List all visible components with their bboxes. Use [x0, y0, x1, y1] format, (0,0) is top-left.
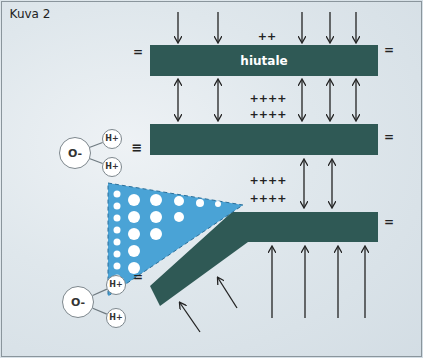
atom-label: H+ [109, 314, 122, 322]
charge-sign: ++++ [250, 193, 287, 204]
hydrogen-atom: H+ [106, 308, 126, 328]
oxygen-atom: O- [59, 137, 91, 169]
water-bubbles [114, 191, 222, 282]
bond-line [93, 308, 107, 314]
charge-sign: ++++ [250, 175, 287, 186]
oxygen-atom: O- [62, 286, 94, 318]
water-wedge [108, 183, 243, 296]
atom-label: H+ [105, 135, 118, 143]
hydrogen-atom: H+ [102, 157, 122, 177]
atom-label: H+ [109, 281, 122, 289]
charge-sign: = [384, 44, 394, 56]
flake-label: hiutale [240, 55, 287, 67]
charge-sign: = [384, 131, 394, 143]
charge-sign: ++++ [250, 93, 287, 104]
atom-label: H+ [105, 163, 118, 171]
hydrogen-atom: H+ [102, 129, 122, 149]
clay-flake: hiutale [150, 45, 378, 76]
bond-line [90, 159, 103, 164]
hydrogen-atom: H+ [106, 275, 126, 295]
charge-sign: = [133, 46, 143, 58]
atom-label: O- [68, 148, 82, 159]
charge-sign: ++ [258, 31, 276, 42]
charge-sign: = [133, 271, 143, 283]
figure-label: Kuva 2 [10, 8, 51, 20]
bond-line [90, 143, 103, 148]
charge-sign: = [384, 216, 394, 228]
charge-sign: ≡ [132, 141, 143, 154]
charge-sign: ++++ [250, 109, 287, 120]
bond-line [93, 289, 107, 295]
atom-label: O- [71, 297, 85, 308]
clay-flake [150, 124, 378, 155]
